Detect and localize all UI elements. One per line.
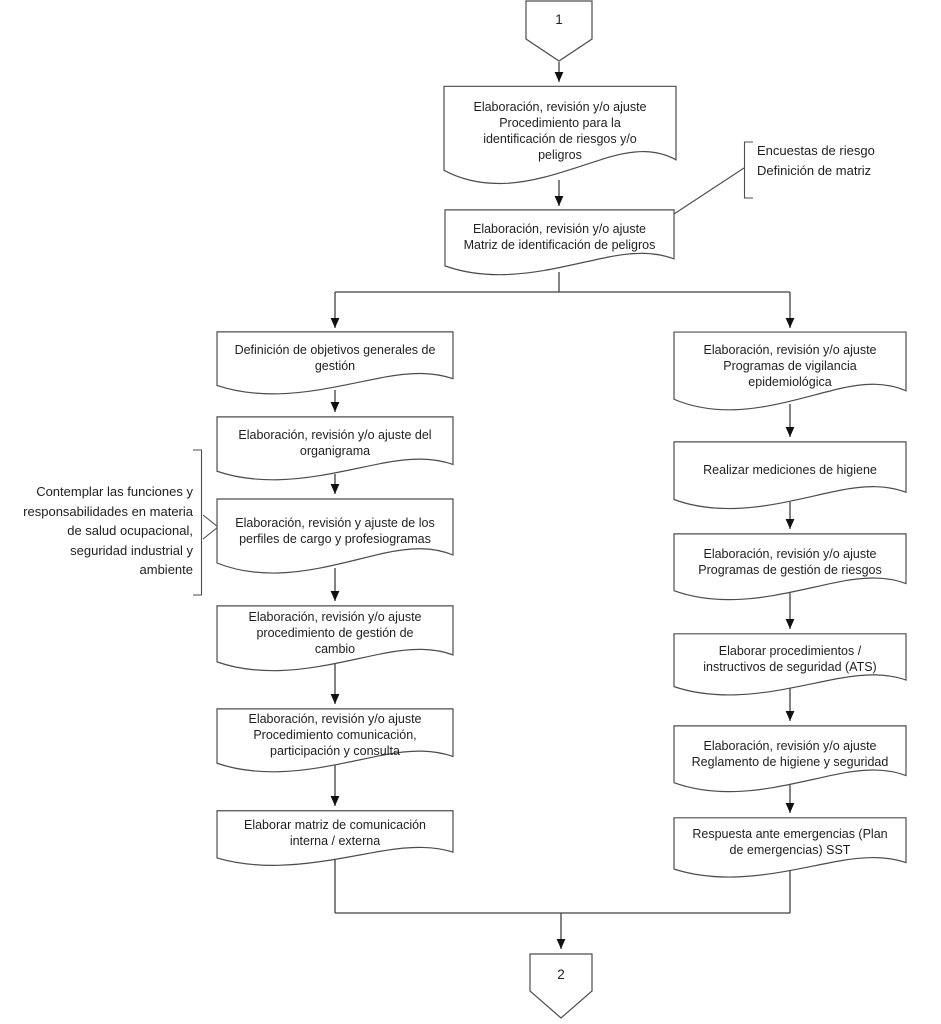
doc-matriz-identificacion-peligros: Elaboración, revisión y/o ajuste Matriz … <box>444 209 675 279</box>
doc-mediciones-higiene: Realizar mediciones de higiene <box>673 441 907 513</box>
document-shape <box>673 441 907 513</box>
annotation-matrix-note: Encuestas de riesgo Definición de matriz <box>757 143 875 178</box>
document-shape <box>444 209 675 279</box>
connector-label: 1 <box>555 12 563 27</box>
doc-procedimiento-identificacion-riesgos: Elaboración, revisión y/o ajuste Procedi… <box>443 85 677 190</box>
doc-objetivos-generales: Definición de objetivos generales de ges… <box>216 331 454 398</box>
doc-procedimientos-ats: Elaborar procedimientos / instructivos d… <box>673 633 907 699</box>
annotation-functions-note: Contemplar las funciones y responsabilid… <box>23 484 193 577</box>
connector-label: 2 <box>557 967 565 982</box>
node-label: Elaboración, revisión y/o ajuste Procedi… <box>248 712 422 758</box>
document-shape <box>216 331 454 398</box>
node-label: Elaboración, revisión y/o ajuste Program… <box>698 546 882 577</box>
node-label: Elaboración, revisión y/o ajuste Procedi… <box>473 99 647 162</box>
callout-line <box>673 167 745 215</box>
node-label: Definición de objetivos generales de ges… <box>234 342 436 373</box>
off-page-connector-shape <box>529 953 593 1019</box>
node-label: Elaboración, revisión y ajuste de los pe… <box>235 516 435 546</box>
document-shape <box>216 416 454 484</box>
node-label: Elaboración, revisión y/o ajuste Matriz … <box>463 222 656 252</box>
node-label: Elaboración, revisión y/o ajuste procedi… <box>248 610 422 656</box>
doc-matriz-comunicacion: Elaborar matriz de comunicación interna … <box>216 810 454 869</box>
document-shape <box>216 708 454 776</box>
node-label: Respuesta ante emergencias (Plan de emer… <box>692 827 888 857</box>
document-shape <box>673 633 907 699</box>
doc-programas-gestion-riesgos: Elaboración, revisión y/o ajuste Program… <box>673 533 907 604</box>
document-shape <box>216 605 454 675</box>
document-shape <box>673 817 907 881</box>
bracket-right-note <box>743 141 753 199</box>
document-shape <box>216 498 454 578</box>
node-label: Elaboración, revisión y/o ajuste Program… <box>703 343 877 389</box>
node-label: Elaboración, revisión y/o ajuste del org… <box>238 428 432 458</box>
document-shape <box>673 725 907 796</box>
doc-comunicacion-participacion: Elaboración, revisión y/o ajuste Procedi… <box>216 708 454 776</box>
node-label: Elaboración, revisión y/o ajuste Reglame… <box>691 738 889 769</box>
doc-organigrama: Elaboración, revisión y/o ajuste del org… <box>216 416 454 484</box>
doc-vigilancia-epidemiologica: Elaboración, revisión y/o ajuste Program… <box>673 331 907 415</box>
node-label: Elaborar matriz de comunicación interna … <box>243 817 427 848</box>
doc-respuesta-emergencias: Respuesta ante emergencias (Plan de emer… <box>673 817 907 881</box>
off-page-connector-1: 1 <box>525 0 593 62</box>
off-page-connector-2: 2 <box>529 953 593 1019</box>
document-shape <box>673 331 907 415</box>
document-shape <box>673 533 907 604</box>
doc-gestion-cambio: Elaboración, revisión y/o ajuste procedi… <box>216 605 454 675</box>
document-shape <box>443 85 677 190</box>
node-label: Realizar mediciones de higiene <box>703 463 877 477</box>
bracket-left-note <box>193 449 203 596</box>
document-shape <box>216 810 454 869</box>
node-label: Elaborar procedimientos / instructivos d… <box>703 644 877 674</box>
off-page-connector-shape <box>525 0 593 62</box>
doc-reglamento-higiene: Elaboración, revisión y/o ajuste Reglame… <box>673 725 907 796</box>
doc-perfiles-cargo: Elaboración, revisión y ajuste de los pe… <box>216 498 454 578</box>
